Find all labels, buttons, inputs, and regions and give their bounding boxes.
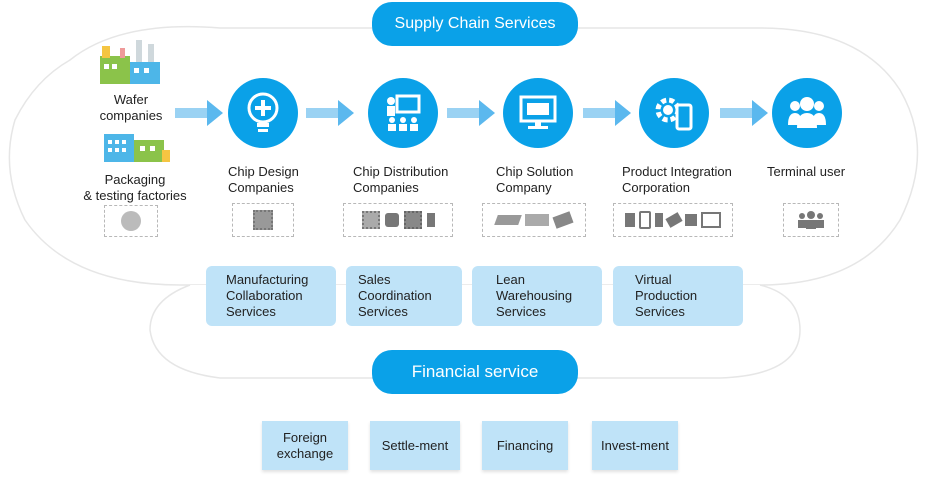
board-icon (494, 215, 522, 225)
manufacturing-collaboration-box: Manufacturing Collaboration Services (206, 266, 336, 326)
supply-chain-services-title: Supply Chain Services (372, 2, 578, 46)
chip-design-thumbnail (232, 203, 294, 237)
terminal-user-node (772, 78, 842, 148)
wafer-companies-label: Wafer companies (99, 92, 163, 123)
chip-solution-thumbnail (482, 203, 586, 237)
arrow-3 (447, 100, 495, 126)
lean-warehousing-box: Lean Warehousing Services (472, 266, 602, 326)
wafer-thumbnail (104, 205, 158, 237)
board-icon (525, 214, 549, 226)
chip-icon (253, 210, 273, 230)
robot-icon (625, 213, 635, 227)
chip-icon (403, 211, 422, 229)
wafer-factory-icon (100, 40, 160, 84)
lightbulb-icon (247, 92, 279, 132)
presentation-icon (387, 94, 421, 131)
arrow-4 (583, 100, 631, 126)
packaging-testing-label: Packaging & testing factories (83, 172, 187, 203)
device-icon (655, 213, 663, 227)
chip-solution-node (503, 78, 573, 148)
lock-icon (685, 214, 697, 226)
packaging-factory-icon (104, 134, 170, 162)
financial-service-title: Financial service (372, 350, 578, 394)
arrow-5 (720, 100, 768, 126)
users-icon (798, 211, 824, 229)
phone-icon (639, 211, 651, 229)
wafer-disc-icon (121, 211, 141, 231)
terminal-user-thumbnail (783, 203, 839, 237)
product-integration-thumbnail (613, 203, 733, 237)
chip-distribution-node (368, 78, 438, 148)
terminal-user-label: Terminal user (767, 164, 846, 179)
arrow-1 (175, 100, 223, 126)
product-integration-node (639, 78, 709, 148)
board-icon (552, 211, 574, 229)
chip-icon (361, 211, 380, 229)
financing-box: Financing (482, 421, 568, 470)
chip-icon (426, 213, 435, 227)
chip-solution-label: Chip Solution Company (496, 164, 574, 195)
sales-coordination-box: Sales Coordination Services (346, 266, 462, 326)
product-integration-label: Product Integration Corporation (622, 164, 732, 195)
chip-distribution-label: Chip Distribution Companies (353, 164, 449, 195)
settlement-box: Settle-ment (370, 421, 460, 470)
chip-icon (384, 213, 399, 227)
foreign-exchange-box: Foreign exchange (262, 421, 348, 470)
chip-design-label: Chip Design Companies (228, 164, 299, 195)
laptop-icon (701, 212, 721, 228)
gear-phone-icon (655, 97, 693, 131)
virtual-production-box: Virtual Production Services (613, 266, 743, 326)
monitor-icon (519, 95, 557, 129)
arrow-2 (306, 100, 354, 126)
investment-box: Invest-ment (592, 421, 678, 470)
drone-icon (665, 212, 683, 228)
users-icon (788, 97, 826, 128)
chip-distribution-thumbnail (343, 203, 453, 237)
chip-design-node (228, 78, 298, 148)
